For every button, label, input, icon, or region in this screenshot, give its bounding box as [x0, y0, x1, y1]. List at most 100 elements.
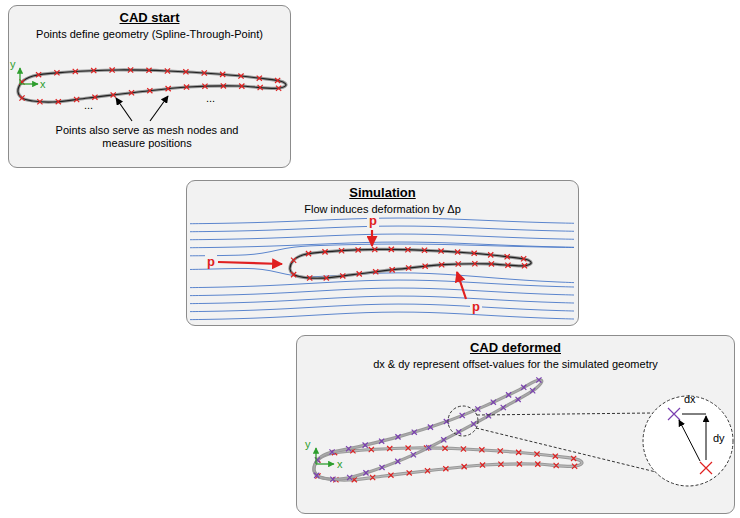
point-marker — [489, 261, 494, 266]
point-marker — [291, 258, 296, 263]
point-marker — [239, 84, 244, 89]
point-marker — [37, 99, 42, 104]
point-marker — [571, 456, 576, 461]
point-marker — [522, 263, 527, 268]
point-marker — [363, 443, 368, 448]
ellipsis: ... — [84, 99, 93, 112]
blade — [290, 247, 531, 281]
annotation: Points also serve as mesh nodes and meas… — [52, 124, 242, 150]
point-marker — [339, 248, 344, 253]
point-marker — [275, 78, 280, 83]
point-marker — [357, 271, 362, 276]
point-marker — [347, 475, 352, 480]
point-marker — [517, 461, 522, 466]
pressure-label: p — [470, 300, 482, 313]
point-marker — [488, 252, 493, 257]
pressure-label: p — [367, 214, 379, 227]
panel-title: Simulation — [187, 185, 578, 201]
panel-title: CAD start — [9, 10, 290, 26]
point-marker — [480, 462, 485, 467]
panel-subtitle: dx & dy represent offset-values for the … — [297, 357, 734, 371]
point-marker — [461, 446, 466, 451]
point-marker — [128, 67, 133, 72]
streamlines — [190, 218, 574, 320]
point-marker — [202, 70, 207, 75]
point-marker — [363, 470, 368, 475]
point-marker — [387, 446, 392, 451]
point-marker — [74, 97, 79, 102]
point-marker — [220, 72, 225, 77]
point-marker — [536, 377, 541, 382]
point-marker — [147, 88, 152, 93]
point-marker — [184, 84, 189, 89]
point-marker — [379, 465, 384, 470]
axis-cross — [316, 448, 334, 464]
point-marker — [535, 462, 540, 467]
point-marker — [516, 450, 521, 455]
streamline — [190, 280, 574, 288]
point-marker — [498, 448, 503, 453]
point-marker — [428, 425, 433, 430]
streamline — [190, 234, 574, 240]
point-marker — [258, 85, 263, 90]
point-marker — [439, 262, 444, 267]
point-marker — [498, 462, 503, 467]
point-marker — [54, 70, 59, 75]
axis-label: y — [305, 438, 311, 451]
axis-label: x — [337, 458, 343, 471]
point-marker — [56, 99, 61, 104]
point-marker — [346, 446, 351, 451]
blade — [314, 377, 542, 481]
point-marker — [422, 248, 427, 253]
point-marker — [412, 430, 417, 435]
point-marker — [475, 406, 480, 411]
point-marker — [202, 84, 207, 89]
point-marker — [314, 473, 319, 478]
axis-label: y — [10, 58, 16, 71]
ellipsis: ... — [206, 92, 215, 105]
point-marker — [322, 249, 327, 254]
point-marker — [183, 69, 188, 74]
point-marker — [291, 272, 296, 277]
point-marker — [443, 466, 448, 471]
point-marker — [165, 68, 170, 73]
point-marker — [521, 385, 526, 390]
panel-subtitle: Points define geometry (Spline-Through-P… — [9, 27, 290, 41]
point-marker — [486, 413, 491, 418]
streamline — [190, 312, 574, 320]
pressure-arrow — [218, 230, 466, 299]
point-marker — [91, 68, 96, 73]
panel-title: CAD deformed — [297, 340, 734, 356]
streamline — [190, 296, 574, 304]
blade-profiles — [18, 67, 582, 482]
point-marker — [441, 437, 446, 442]
point-marker — [516, 397, 521, 402]
point-marker — [456, 429, 461, 434]
point-marker — [390, 267, 395, 272]
point-marker — [572, 464, 577, 469]
point-marker — [472, 261, 477, 266]
point-marker — [373, 269, 378, 274]
point-marker — [472, 251, 477, 256]
point-marker — [460, 413, 465, 418]
point-marker — [92, 95, 97, 100]
point-marker — [36, 72, 41, 77]
point-marker — [166, 86, 171, 91]
point-marker — [276, 86, 281, 91]
point-marker — [554, 463, 559, 468]
point-marker — [455, 249, 460, 254]
point-marker — [73, 69, 78, 74]
point-marker — [479, 447, 484, 452]
point-marker — [395, 459, 400, 464]
point-marker — [406, 445, 411, 450]
pressure-label: p — [205, 255, 217, 268]
point-marker — [395, 434, 400, 439]
point-marker — [471, 421, 476, 426]
panel-subtitle: Flow induces deformation by Δp — [187, 202, 578, 216]
point-marker — [329, 449, 334, 454]
point-marker — [501, 405, 506, 410]
axis-cross — [20, 68, 38, 84]
streamline — [190, 226, 574, 232]
